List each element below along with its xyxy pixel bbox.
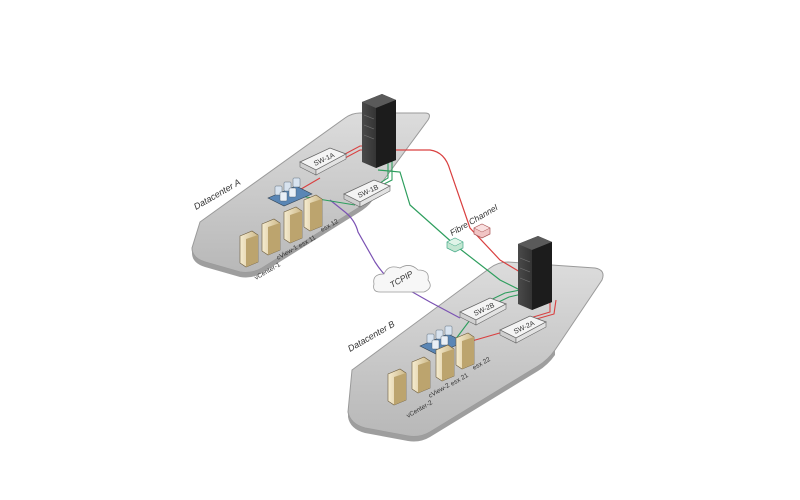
server-icon <box>411 356 431 394</box>
red-fc-link <box>385 149 521 273</box>
fc-router-icon <box>446 237 464 253</box>
server-icon <box>283 206 303 244</box>
switch-icon <box>343 179 391 208</box>
server-icon <box>303 194 323 232</box>
server-icon <box>261 218 281 256</box>
green-fc-link <box>377 169 521 291</box>
switch-sw2a: SW-2A <box>499 315 547 344</box>
storage-array-icon <box>518 236 552 310</box>
server-icon <box>387 368 407 406</box>
server-icon <box>455 332 475 370</box>
switch-icon <box>459 297 507 326</box>
server-icon <box>435 344 455 382</box>
server-esx22: esx 22 <box>455 332 492 372</box>
server-icon <box>239 230 259 268</box>
switch-icon <box>499 315 547 344</box>
switch-icon <box>299 147 347 176</box>
vm-cluster-icon <box>419 325 465 355</box>
switch-sw1a: SW-1A <box>299 147 347 176</box>
switch-sw2b: SW-2B <box>459 297 507 326</box>
switch-sw1b: SW-1B <box>343 179 391 208</box>
storage-array-icon <box>362 94 396 168</box>
fc-router-icon <box>473 223 491 239</box>
fibre-channel-links <box>377 149 521 291</box>
vm-cluster-icon <box>267 177 313 207</box>
cloud-icon <box>373 265 431 293</box>
